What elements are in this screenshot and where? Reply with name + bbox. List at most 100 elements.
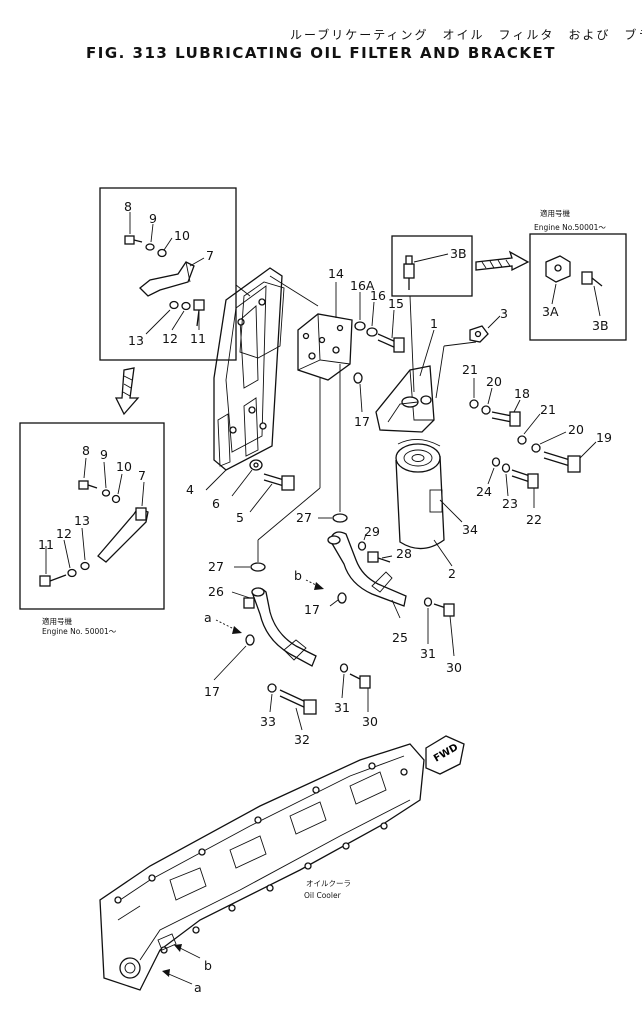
inset-3b-box: 3B xyxy=(391,235,473,393)
left-inset-engine-note: Engine No. 50001～ xyxy=(42,627,117,636)
washer-31-lower xyxy=(339,663,349,673)
label-b-lower: b xyxy=(204,958,212,973)
right-inset-engine-note: Engine No.50001～ xyxy=(534,223,606,232)
washer-20-lower xyxy=(531,443,541,453)
label-p6: 6 xyxy=(212,496,220,511)
label-p23: 23 xyxy=(502,496,518,511)
oil-cooler xyxy=(99,743,425,991)
o-ring-16a xyxy=(354,321,366,331)
adapter-block-14 xyxy=(297,313,353,381)
bolt-28 xyxy=(367,551,391,563)
arrow-a-upper xyxy=(215,619,242,634)
bolt-22 xyxy=(511,469,539,489)
label-p7-top: 7 xyxy=(206,248,214,263)
washer-24 xyxy=(491,457,501,467)
inset-top-left: 8 9 10 7 13 12 11 xyxy=(99,187,251,361)
washer-20-upper xyxy=(481,405,491,415)
o-ring-17-mid xyxy=(337,592,347,604)
label-p27-a: 27 xyxy=(296,510,312,525)
label-a-upper: a xyxy=(204,610,212,625)
label-p8-top: 8 xyxy=(124,199,132,214)
bolt-30-upper xyxy=(433,603,455,617)
oil-pipe-26 xyxy=(243,587,317,667)
label-p3b-top: 3B xyxy=(450,246,467,261)
washer-21-lower xyxy=(517,435,527,445)
washer-21-upper xyxy=(469,399,479,409)
arrow-b-lower xyxy=(174,944,201,959)
inset-left-frame xyxy=(19,422,165,610)
filter-bracket-1 xyxy=(375,365,435,433)
label-p21-b: 21 xyxy=(540,402,556,417)
label-p12-top: 12 xyxy=(162,331,178,346)
washer-23 xyxy=(501,463,511,473)
bolt-19 xyxy=(543,451,581,473)
label-p31-b: 31 xyxy=(334,700,350,715)
label-p13-top: 13 xyxy=(128,333,144,348)
washer-33 xyxy=(267,683,277,693)
washer-16 xyxy=(366,327,378,337)
label-p4: 4 xyxy=(186,482,194,497)
inset-left: 8 9 10 7 11 12 13 xyxy=(19,422,165,610)
label-p19: 19 xyxy=(596,430,612,445)
label-p9-top: 9 xyxy=(149,211,157,226)
plug-3 xyxy=(469,325,489,343)
left-inset-jp-note: 適用号機 xyxy=(42,616,72,626)
washer-13-top xyxy=(169,300,179,310)
bracket-7-left xyxy=(97,507,149,563)
label-p12-left: 12 xyxy=(56,526,72,541)
oil-pipe-25 xyxy=(327,531,407,607)
oil-cooler-jp-label: オイルクーラ xyxy=(306,879,351,888)
bolt-8-top xyxy=(124,235,143,245)
label-p21-a: 21 xyxy=(462,362,478,377)
label-p25: 25 xyxy=(392,630,408,645)
label-p27-b: 27 xyxy=(208,559,224,574)
label-a-lower: a xyxy=(194,980,202,995)
label-p8-left: 8 xyxy=(82,443,90,458)
bracket-7-top-fold xyxy=(185,261,191,283)
label-p11-left: 11 xyxy=(38,537,54,552)
fitting-3b-inset xyxy=(581,271,603,287)
label-p14: 14 xyxy=(328,266,344,281)
label-p7-left: 7 xyxy=(138,468,146,483)
label-p31-a: 31 xyxy=(420,646,436,661)
label-p10-left: 10 xyxy=(116,459,132,474)
washer-13-left xyxy=(80,561,90,571)
label-p10-top: 10 xyxy=(174,228,190,243)
washer-29 xyxy=(357,541,367,551)
label-p17-a: 17 xyxy=(354,414,370,429)
bolt-30-lower xyxy=(349,673,371,689)
o-ring-17-upper xyxy=(353,372,363,384)
label-p32: 32 xyxy=(294,732,310,747)
bolt-8-left xyxy=(78,480,98,490)
label-p33: 33 xyxy=(260,714,276,729)
label-p17-c: 17 xyxy=(204,684,220,699)
label-p3b-inset: 3B xyxy=(592,318,609,333)
label-p13-left: 13 xyxy=(74,513,90,528)
washer-12-top xyxy=(181,301,191,311)
label-p30-b: 30 xyxy=(362,714,378,729)
label-p22: 22 xyxy=(526,512,542,527)
label-p11-top: 11 xyxy=(190,331,206,346)
bolt-32 xyxy=(279,689,317,715)
label-p29: 29 xyxy=(364,524,380,539)
figure-title: FIG. 313 LUBRICATING OIL FILTER AND BRAC… xyxy=(86,44,557,62)
label-p2: 2 xyxy=(448,566,456,581)
bolt-15 xyxy=(377,333,405,353)
label-p20-a: 20 xyxy=(486,374,502,389)
oil-cooler-en-label: Oil Cooler xyxy=(304,891,342,900)
label-p16: 16 xyxy=(370,288,386,303)
filter-cartridge-2 xyxy=(395,439,445,550)
fitting-3b-top xyxy=(403,255,415,290)
hatched-arrow-right xyxy=(475,250,530,272)
label-b-upper: b xyxy=(294,568,302,583)
label-p16a: 16A xyxy=(350,278,375,293)
label-p17-b: 17 xyxy=(304,602,320,617)
bolt-18 xyxy=(491,411,521,427)
label-p5: 5 xyxy=(236,510,244,525)
label-p30-a: 30 xyxy=(446,660,462,675)
label-p15: 15 xyxy=(388,296,404,311)
arrow-a-lower xyxy=(162,969,193,985)
o-ring-27-lower xyxy=(250,562,266,572)
elbow-3a xyxy=(545,255,571,283)
